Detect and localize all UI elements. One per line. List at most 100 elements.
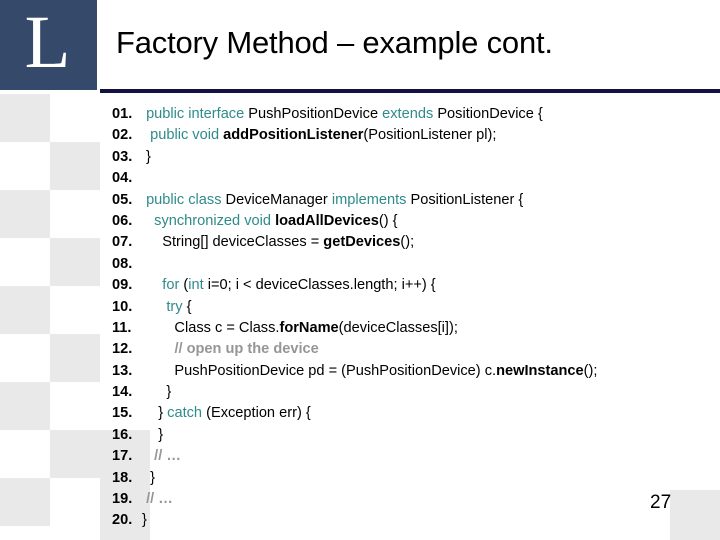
code-line: 06. synchronized void loadAllDevices() { [0, 211, 720, 232]
code-token [142, 299, 166, 315]
code-token: i=0; i < deviceClasses.length; i++) { [203, 277, 436, 294]
code-token: PushPositionDevice pd = (PushPositionDev… [142, 362, 497, 379]
code-line: 17. // … [0, 446, 720, 467]
code-token: addPositionListener [223, 127, 364, 144]
checker-cell [100, 478, 150, 540]
code-token: for [162, 277, 180, 294]
code-token: extends [382, 106, 434, 122]
header-divider-rule [100, 89, 720, 93]
code-token: getDevices [323, 234, 401, 251]
code-line-number: 10. [112, 298, 133, 315]
code-token: synchronized void [154, 212, 271, 229]
code-token: } [142, 426, 164, 443]
code-line-number: 08. [112, 255, 133, 272]
code-token: String[] deviceClasses = [142, 234, 324, 251]
code-line-number: 18. [112, 469, 133, 486]
code-line-number: 16. [112, 426, 133, 443]
checker-cell [0, 190, 50, 238]
code-line: 20.} [0, 510, 720, 531]
code-line: 09. for (int i=0; i < deviceClasses.leng… [0, 275, 720, 296]
code-token: implements [331, 191, 407, 208]
code-token: // … [146, 491, 173, 508]
code-line-text: for (int i=0; i < deviceClasses.length; … [142, 275, 436, 296]
code-line-text: // open up the device [142, 339, 318, 360]
checker-cell [0, 478, 50, 526]
code-line: 14. } [0, 382, 720, 403]
checker-cell [100, 430, 150, 478]
code-token: public void [150, 127, 220, 144]
code-token: catch [167, 405, 203, 422]
code-token [142, 277, 162, 293]
code-line: 19. // … [0, 489, 720, 510]
code-line-text: } [142, 147, 151, 168]
code-line-number: 01. [112, 106, 133, 122]
checker-cell [0, 286, 50, 334]
code-line: 01. public interface PushPositionDevice … [0, 104, 720, 125]
checker-cell [50, 430, 100, 478]
code-token: PositionDevice { [433, 106, 543, 122]
code-token [142, 448, 154, 464]
code-line: 15. } catch (Exception err) { [0, 403, 720, 424]
code-line: 18. } [0, 468, 720, 489]
code-line-number: 04. [112, 170, 133, 187]
code-token: { [182, 298, 192, 315]
code-token: Class c = Class. [142, 319, 280, 336]
code-line-text: } [142, 468, 155, 489]
code-line-text: // … [142, 446, 181, 467]
page-number: 27 [650, 492, 672, 513]
code-line-number: 11. [112, 319, 132, 336]
code-token: } [142, 384, 172, 401]
code-line-text: PushPositionDevice pd = (PushPositionDev… [142, 361, 597, 382]
code-line: 03. } [0, 147, 720, 168]
code-token: (Exception err) { [202, 405, 311, 422]
code-token: () { [378, 212, 398, 229]
code-token: (deviceClasses[i]); [338, 319, 458, 336]
code-line: 11. Class c = Class.forName(deviceClasse… [0, 318, 720, 339]
corner-accent-block [670, 490, 720, 540]
code-token [142, 213, 154, 229]
code-token: ( [179, 277, 189, 294]
code-token: DeviceManager [221, 191, 332, 208]
code-line-text: } [142, 425, 163, 446]
code-token: public class [146, 191, 222, 208]
code-token [142, 341, 174, 357]
code-token: } [142, 512, 147, 529]
code-line-text: String[] deviceClasses = getDevices(); [142, 232, 414, 253]
code-line-text: Class c = Class.forName(deviceClasses[i]… [142, 318, 458, 339]
code-line-text: try { [142, 297, 191, 318]
code-token: PushPositionDevice [244, 106, 383, 122]
code-listing: 01. public interface PushPositionDevice … [0, 104, 720, 540]
code-token: int [188, 277, 204, 294]
code-line-number: 07. [112, 234, 133, 251]
code-line-text: } catch (Exception err) { [142, 403, 311, 424]
code-line-number: 02. [112, 127, 133, 144]
logo-letter-l: L [24, 0, 71, 84]
checkerboard-decoration [0, 94, 150, 540]
code-line: 12. // open up the device [0, 339, 720, 360]
page-title: Factory Method – example cont. [116, 25, 553, 60]
code-line-number: 05. [112, 191, 133, 208]
code-token: } [142, 469, 155, 486]
code-token: try [166, 298, 183, 315]
code-line-text: } [142, 510, 147, 531]
code-token: PositionListener { [406, 191, 524, 208]
code-line-number: 12. [112, 341, 133, 358]
code-line: 05. public class DeviceManager implement… [0, 190, 720, 211]
code-line-number: 13. [112, 362, 133, 379]
checker-cell [50, 142, 100, 190]
code-line-text: public interface PushPositionDevice exte… [142, 104, 543, 125]
checker-cell [50, 334, 100, 382]
code-line: 10. try { [0, 297, 720, 318]
checker-cell [0, 382, 50, 430]
code-line-number: 03. [112, 148, 133, 165]
logo-block: L [0, 0, 97, 90]
code-line: 08. [0, 254, 720, 275]
checker-cell [0, 94, 50, 142]
code-token: (); [583, 362, 598, 379]
code-line-number: 09. [112, 277, 133, 294]
code-line-number: 15. [112, 405, 133, 422]
code-token: newInstance [496, 362, 584, 379]
code-line-number: 20. [112, 512, 133, 529]
code-token: (); [400, 234, 415, 251]
